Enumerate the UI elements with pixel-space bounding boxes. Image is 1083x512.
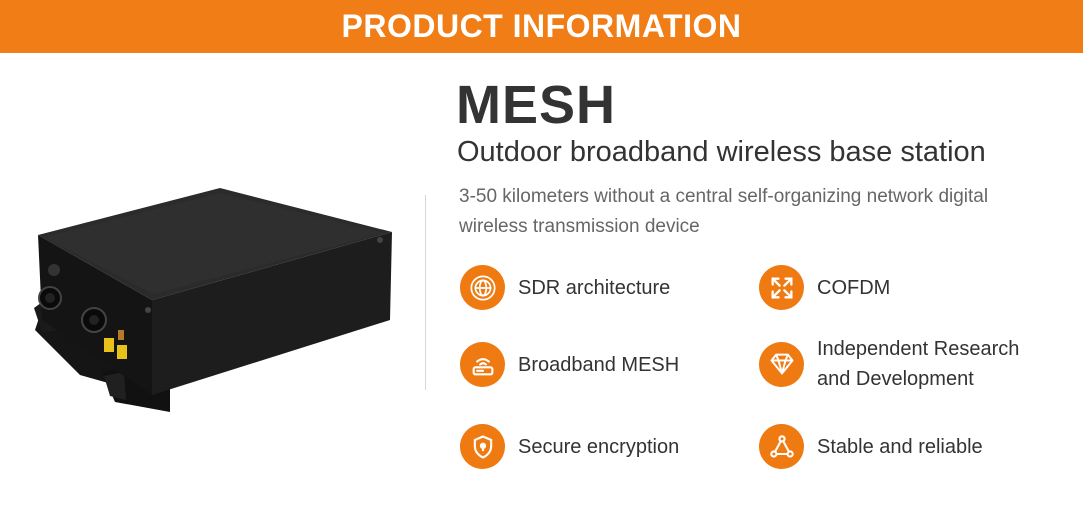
feature-research: Independent Research and Development [759, 334, 1047, 394]
product-name: MESH [456, 75, 617, 135]
feature-cofdm: COFDM [759, 265, 890, 310]
arrows-cross-icon [759, 265, 804, 310]
product-image [34, 188, 392, 412]
feature-stable-reliable: Stable and reliable [759, 424, 983, 469]
feature-label: SDR architecture [518, 276, 671, 299]
triangle-nodes-icon [759, 424, 804, 469]
router-wifi-icon [460, 342, 505, 387]
globe-icon [460, 265, 505, 310]
feature-label: Secure encryption [518, 435, 680, 458]
header-title: PRODUCT INFORMATION [341, 8, 742, 44]
feature-sdr: SDR architecture [460, 265, 670, 310]
diamond-icon [759, 341, 804, 387]
feature-label: Independent Research and Development [817, 338, 1020, 390]
feature-label: Broadband MESH [518, 353, 680, 376]
product-description: 3-50 kilometers without a central self-o… [459, 186, 989, 237]
divider [425, 195, 426, 390]
feature-secure-encryption: Secure encryption [460, 424, 679, 469]
feature-label: Stable and reliable [817, 435, 983, 458]
header-banner: PRODUCT INFORMATION [0, 0, 1083, 53]
feature-label: COFDM [817, 276, 891, 299]
feature-broadband-mesh: Broadband MESH [460, 342, 679, 387]
product-subtitle: Outdoor broadband wireless base station [457, 136, 986, 168]
shield-lock-icon [460, 424, 505, 469]
